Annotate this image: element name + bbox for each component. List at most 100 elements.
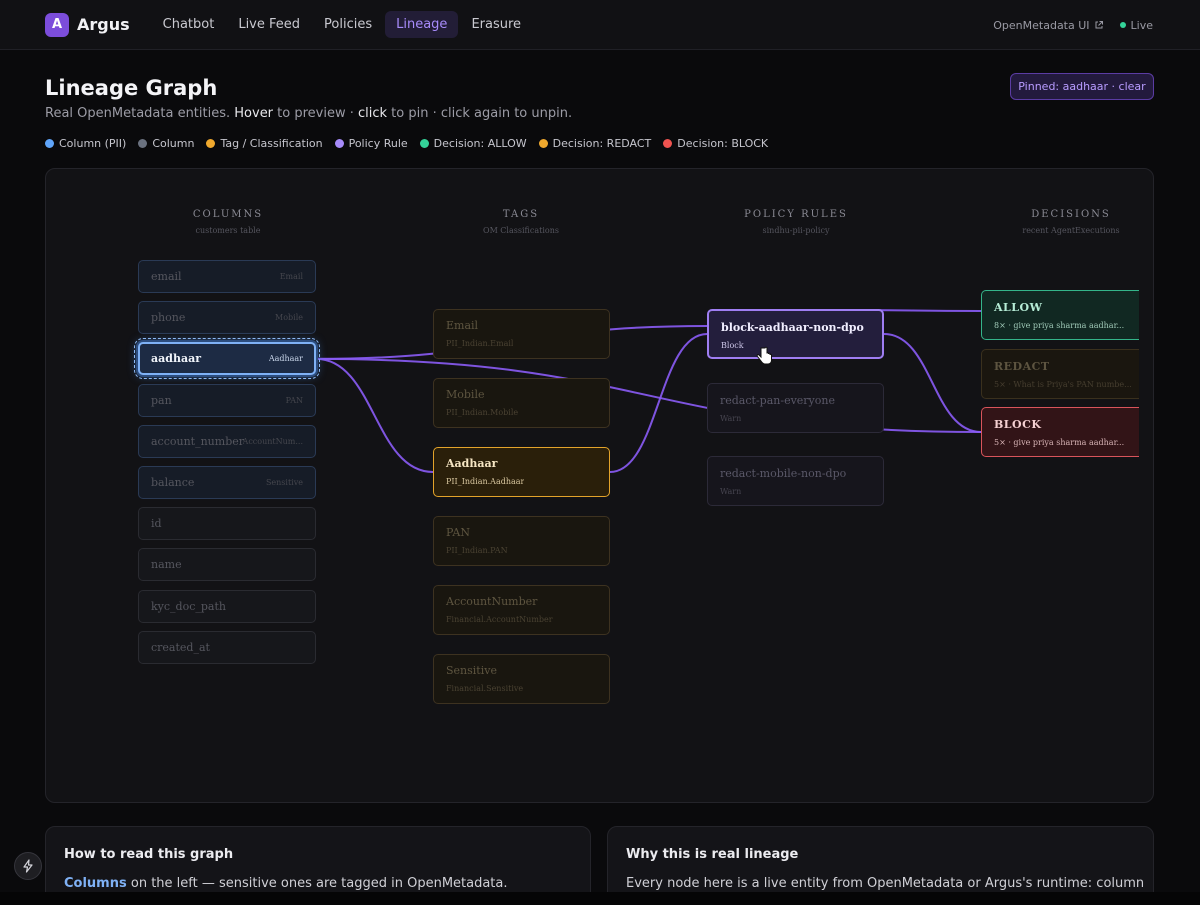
legend-item: Policy Rule xyxy=(334,137,408,150)
legend-item: Column xyxy=(138,137,194,150)
column-header-title: POLICY RULES xyxy=(744,209,848,220)
decision-node-allow[interactable]: ALLOW 8× · give priya sharma aadhar... xyxy=(981,290,1139,340)
rule-node-redact-pan-everyone-label: redact-pan-everyone xyxy=(720,394,835,407)
legend-dot xyxy=(663,139,673,148)
edge-column-to-tag xyxy=(315,357,434,473)
how-to-read-body: on the left — sensitive ones are tagged … xyxy=(126,876,508,891)
subtitle-hover-word: Hover xyxy=(234,106,274,121)
column-node-id-label: id xyxy=(151,517,162,530)
tag-node-aadhaar-label: Aadhaar xyxy=(446,457,498,470)
bolt-icon xyxy=(23,859,33,873)
page-title: Lineage Graph xyxy=(45,76,218,100)
column-node-created-at-label: created_at xyxy=(151,641,210,654)
subtitle-text: to pin · click again to unpin. xyxy=(387,106,573,121)
tag-node-sensitive-label: Sensitive xyxy=(446,664,497,677)
live-status: Live xyxy=(1119,19,1153,32)
brand[interactable]: A Argus xyxy=(45,12,130,37)
legend-label: Decision: ALLOW xyxy=(433,137,527,150)
why-real-lineage-title: Why this is real lineage xyxy=(626,847,799,862)
legend-item: Tag / Classification xyxy=(206,137,323,150)
rule-node-redact-mobile-non-dpo-label: redact-mobile-non-dpo xyxy=(720,467,847,480)
column-node-pan[interactable]: pan PAN xyxy=(138,384,316,417)
columns-highlight: Columns xyxy=(64,876,127,891)
decision-node-block-sublabel: 5× · give priya sharma aadhar... xyxy=(994,438,1125,447)
page-subtitle: Real OpenMetadata entities. Hover to pre… xyxy=(45,106,572,121)
how-to-read-card: How to read this graph Columns on the le… xyxy=(45,826,591,905)
decision-node-allow-label: ALLOW xyxy=(994,301,1043,314)
column-node-email-sublabel: Email xyxy=(279,272,303,281)
main-nav: Chatbot Live Feed Policies Lineage Erasure xyxy=(152,11,534,38)
tag-node-accountnumber-label: AccountNumber xyxy=(446,595,538,608)
pinned-clear-button[interactable]: Pinned: aadhaar · clear xyxy=(1010,73,1154,100)
column-header-subtitle: sindhu-pii-policy xyxy=(762,226,830,235)
tag-node-aadhaar-sublabel: PII_Indian.Aadhaar xyxy=(446,477,525,486)
tab-erasure[interactable]: Erasure xyxy=(471,17,522,32)
legend-item: Decision: BLOCK xyxy=(663,137,768,150)
legend-label: Decision: REDACT xyxy=(552,137,652,150)
openmetadata-ui-link[interactable]: OpenMetadata UI xyxy=(993,19,1103,32)
column-node-id[interactable]: id xyxy=(138,507,316,540)
column-header: POLICY RULES sindhu-pii-policy xyxy=(696,209,896,235)
subtitle-text: Real OpenMetadata entities. xyxy=(45,106,235,121)
column-node-balance-sublabel: Sensitive xyxy=(265,478,303,487)
decision-node-block-label: BLOCK xyxy=(994,418,1042,431)
bottom-strip xyxy=(0,892,1200,905)
tag-node-sensitive-sublabel: Financial.Sensitive xyxy=(446,684,524,693)
rule-node-redact-pan-everyone-sublabel: Warn xyxy=(720,414,742,423)
decision-node-allow-sublabel: 8× · give priya sharma aadhar... xyxy=(994,321,1125,330)
legend-dot xyxy=(206,139,216,148)
tab-policies[interactable]: Policies xyxy=(324,17,373,32)
top-nav-bar: A Argus Chatbot Live Feed Policies Lineage E… xyxy=(0,0,1200,50)
decision-node-block[interactable]: BLOCK 5× · give priya sharma aadhar... xyxy=(981,407,1139,457)
column-node-kyc-doc-path[interactable]: kyc_doc_path xyxy=(138,590,316,623)
openmetadata-ui-link-label: OpenMetadata UI xyxy=(993,18,1090,32)
tag-node-pan-sublabel: PII_Indian.PAN xyxy=(446,546,508,555)
legend-dot xyxy=(138,139,148,148)
legend-item: Decision: REDACT xyxy=(538,137,652,150)
column-header-subtitle: customers table xyxy=(195,226,261,235)
column-node-created-at[interactable]: created_at xyxy=(138,631,316,664)
column-node-phone-label: phone xyxy=(151,311,186,324)
column-node-pan-sublabel: PAN xyxy=(285,396,303,405)
column-node-email-label: email xyxy=(151,270,182,283)
column-node-pan-label: pan xyxy=(151,394,172,407)
tab-lineage[interactable]: Lineage xyxy=(385,11,459,38)
how-to-read-text: Columns on the left — sensitive ones are… xyxy=(64,876,508,891)
rule-node-redact-mobile-non-dpo-sublabel: Warn xyxy=(720,487,742,496)
edge-rule-to-block xyxy=(883,333,982,433)
subtitle-click-word: click xyxy=(358,106,388,121)
rule-node-block-aadhaar-non-dpo-label: block-aadhaar-non-dpo xyxy=(721,321,864,334)
decision-node-redact-label: REDACT xyxy=(994,360,1050,373)
column-header-title: DECISIONS xyxy=(1031,209,1111,220)
rule-node-block-aadhaar-non-dpo-sublabel: Block xyxy=(721,341,744,350)
legend-label: Decision: BLOCK xyxy=(677,137,769,150)
column-node-email[interactable]: email Email xyxy=(138,260,316,293)
tab-live-feed[interactable]: Live Feed xyxy=(238,17,301,32)
bolt-button[interactable] xyxy=(14,852,42,880)
live-status-dot xyxy=(1119,22,1126,28)
external-link-icon xyxy=(1095,21,1103,29)
legend-label: Column xyxy=(152,137,195,150)
column-node-name[interactable]: name xyxy=(138,548,316,581)
tab-chatbot[interactable]: Chatbot xyxy=(162,17,215,32)
how-to-read-title: How to read this graph xyxy=(64,847,234,862)
legend-dot xyxy=(419,139,429,148)
